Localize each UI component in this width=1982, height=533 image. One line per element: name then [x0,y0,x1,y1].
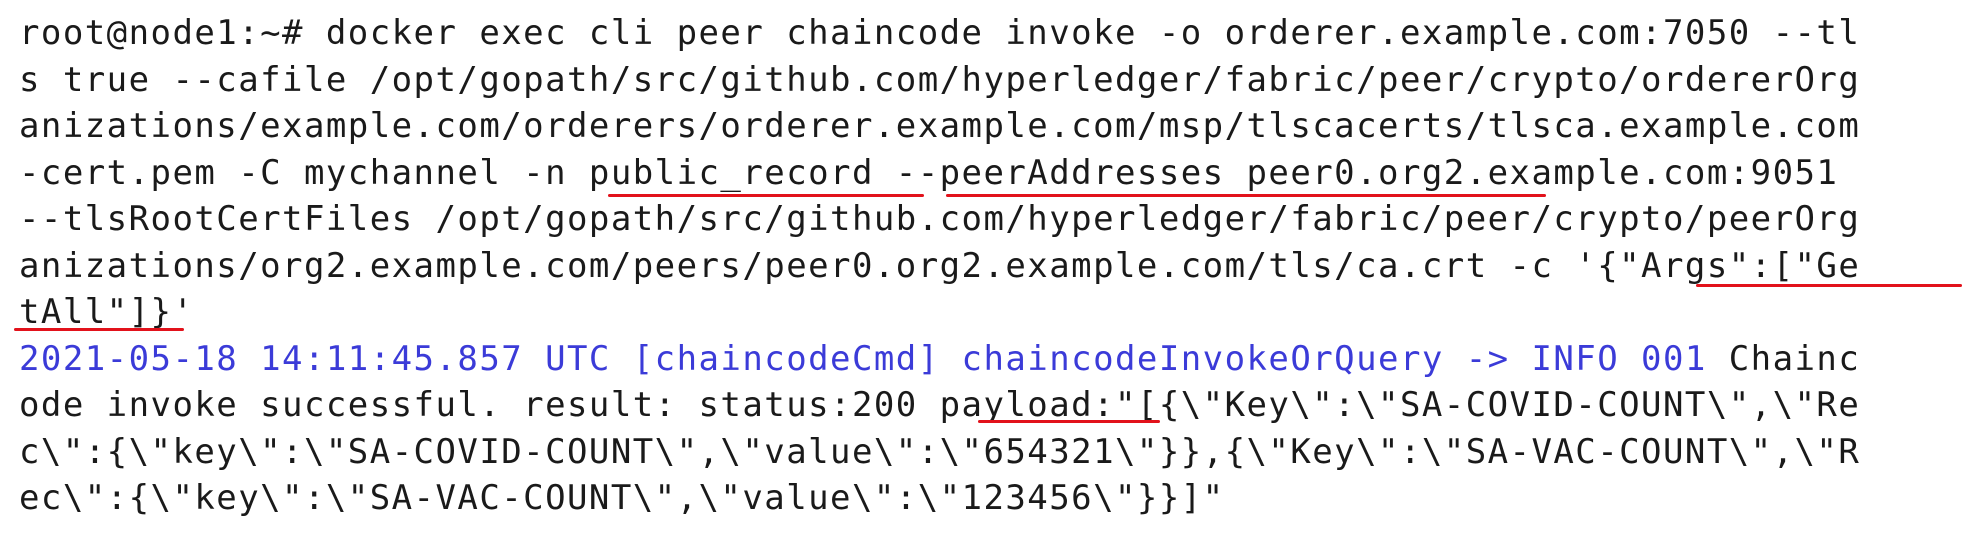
underline-args-start [1696,284,1962,287]
command-line: s true --cafile /opt/gopath/src/github.c… [19,59,1861,100]
underline-public-record [608,194,924,197]
command-line: --tlsRootCertFiles /opt/gopath/src/githu… [19,199,1861,239]
output-text: Chainc [1706,338,1861,379]
output-line: ec\":{\"key\":\"SA-VAC-COUNT\",\"value\"… [19,478,1225,518]
command-line: root@node1:~# docker exec cli peer chain… [19,13,1861,53]
command-line: anizations/org2.example.com/peers/peer0.… [19,245,1861,286]
command-line: -cert.pem -C mychannel -n public_record … [19,152,1839,193]
underline-payload [978,420,1160,423]
underline-peer-addresses [946,194,1546,197]
command-line: tAll"]}' [19,292,195,332]
log-prefix: 2021-05-18 14:11:45.857 UTC [chaincodeCm… [19,338,1707,379]
output-line: ode invoke successful. result: status:20… [19,385,1861,425]
underline-args-end [14,328,184,331]
command-line: anizations/example.com/orderers/orderer.… [19,106,1861,146]
output-line: 2021-05-18 14:11:45.857 UTC [chaincodeCm… [19,336,1982,383]
output-line: c\":{\"key\":\"SA-COVID-COUNT\",\"value\… [19,431,1861,472]
